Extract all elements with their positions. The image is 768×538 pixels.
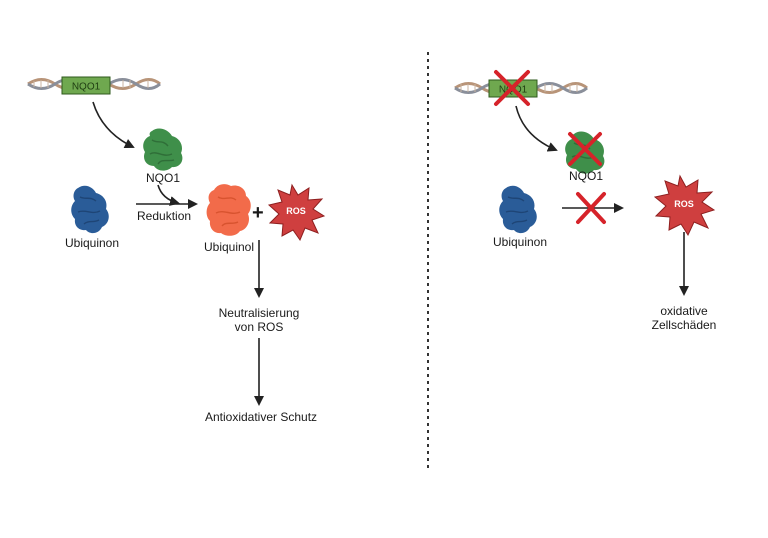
nqo1-enzyme-label-left: NQO1 — [145, 171, 181, 185]
ros-star-right: ROS — [653, 174, 716, 237]
nqo1-enzyme-left — [143, 128, 183, 171]
cross-reaction-icon — [576, 192, 606, 224]
ros-label-left: ROS — [286, 206, 306, 216]
reduction-label: Reduktion — [137, 209, 192, 223]
arrow-gene-to-enzyme-left — [92, 101, 135, 149]
outcome-label-left: Antioxidativer Schutz — [204, 410, 318, 424]
ubiquinon-label-left: Ubiquinon — [64, 236, 120, 250]
damage-label-line1: oxidative — [660, 304, 708, 318]
ros-star-left: ROS — [267, 183, 326, 242]
ubiquinon-molecule-left — [71, 185, 109, 234]
ros-label-right: ROS — [674, 199, 694, 209]
arrow-enzyme-to-reaction-left — [157, 184, 180, 206]
ubiquinon-molecule-right — [499, 185, 537, 234]
ubiquinon-label-right: Ubiquinon — [492, 235, 548, 249]
plus-sign: + — [252, 202, 264, 224]
nqo1-enzyme-label-right: NQO1 — [568, 169, 604, 183]
gene-nqo1-left: NQO1 — [61, 76, 111, 95]
ubiquinol-label: Ubiquinol — [203, 240, 255, 254]
damage-label-line2: Zellschäden — [651, 318, 717, 332]
neutralization-label-line2: von ROS — [234, 320, 284, 334]
arrow-gene-to-enzyme-right — [515, 105, 558, 152]
ubiquinol-molecule — [206, 184, 251, 236]
cross-enzyme-icon — [568, 132, 602, 166]
cross-gene-icon — [494, 70, 530, 106]
neutralization-label-line1: Neutralisierung — [218, 306, 300, 320]
gene-label-left: NQO1 — [72, 82, 101, 93]
